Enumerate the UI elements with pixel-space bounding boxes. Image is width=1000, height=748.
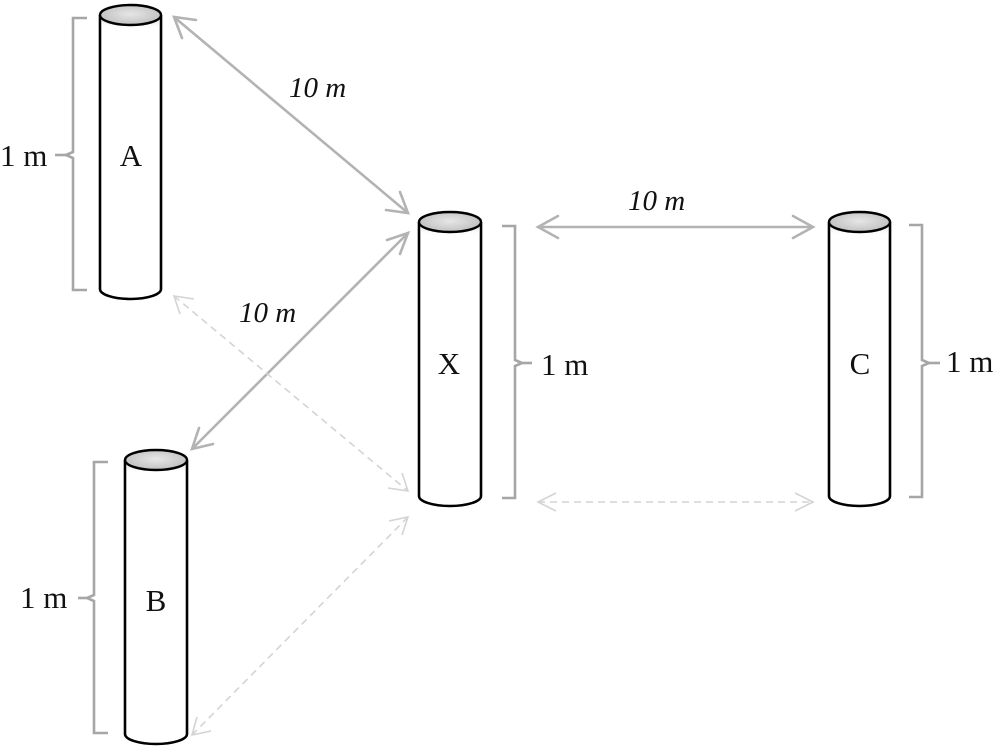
- cylinder-label-b: B: [146, 583, 167, 618]
- height-label-a: 1 m: [0, 138, 47, 173]
- cylinder-c: [827, 210, 892, 508]
- cylinder-label-a: A: [120, 138, 143, 173]
- arrow-a-x: [172, 15, 410, 215]
- distance-label-x-b: 10 m: [239, 297, 296, 329]
- cylinder-label-x: X: [438, 346, 460, 381]
- dashed-arrow-x-b: [190, 515, 410, 737]
- height-label-x: 1 m: [541, 347, 588, 382]
- dashed-arrow-x-c: [536, 492, 815, 512]
- cylinder-label-c: C: [850, 346, 871, 381]
- cylinder-a: [98, 3, 163, 301]
- cylinder-b: [123, 448, 189, 746]
- arrow-x-b: [190, 230, 411, 451]
- distance-label-x-c: 10 m: [628, 185, 685, 217]
- distance-label-a-x: 10 m: [289, 72, 346, 104]
- arrow-x-c: [535, 214, 816, 240]
- height-label-c: 1 m: [946, 344, 993, 379]
- height-bracket-c: [909, 223, 940, 499]
- dashed-arrow-a-x: [172, 295, 410, 492]
- height-bracket-b: [78, 460, 108, 735]
- height-label-b: 1 m: [20, 580, 67, 615]
- height-bracket-a: [55, 16, 87, 292]
- cylinder-x: [417, 210, 483, 508]
- height-bracket-x: [502, 224, 532, 500]
